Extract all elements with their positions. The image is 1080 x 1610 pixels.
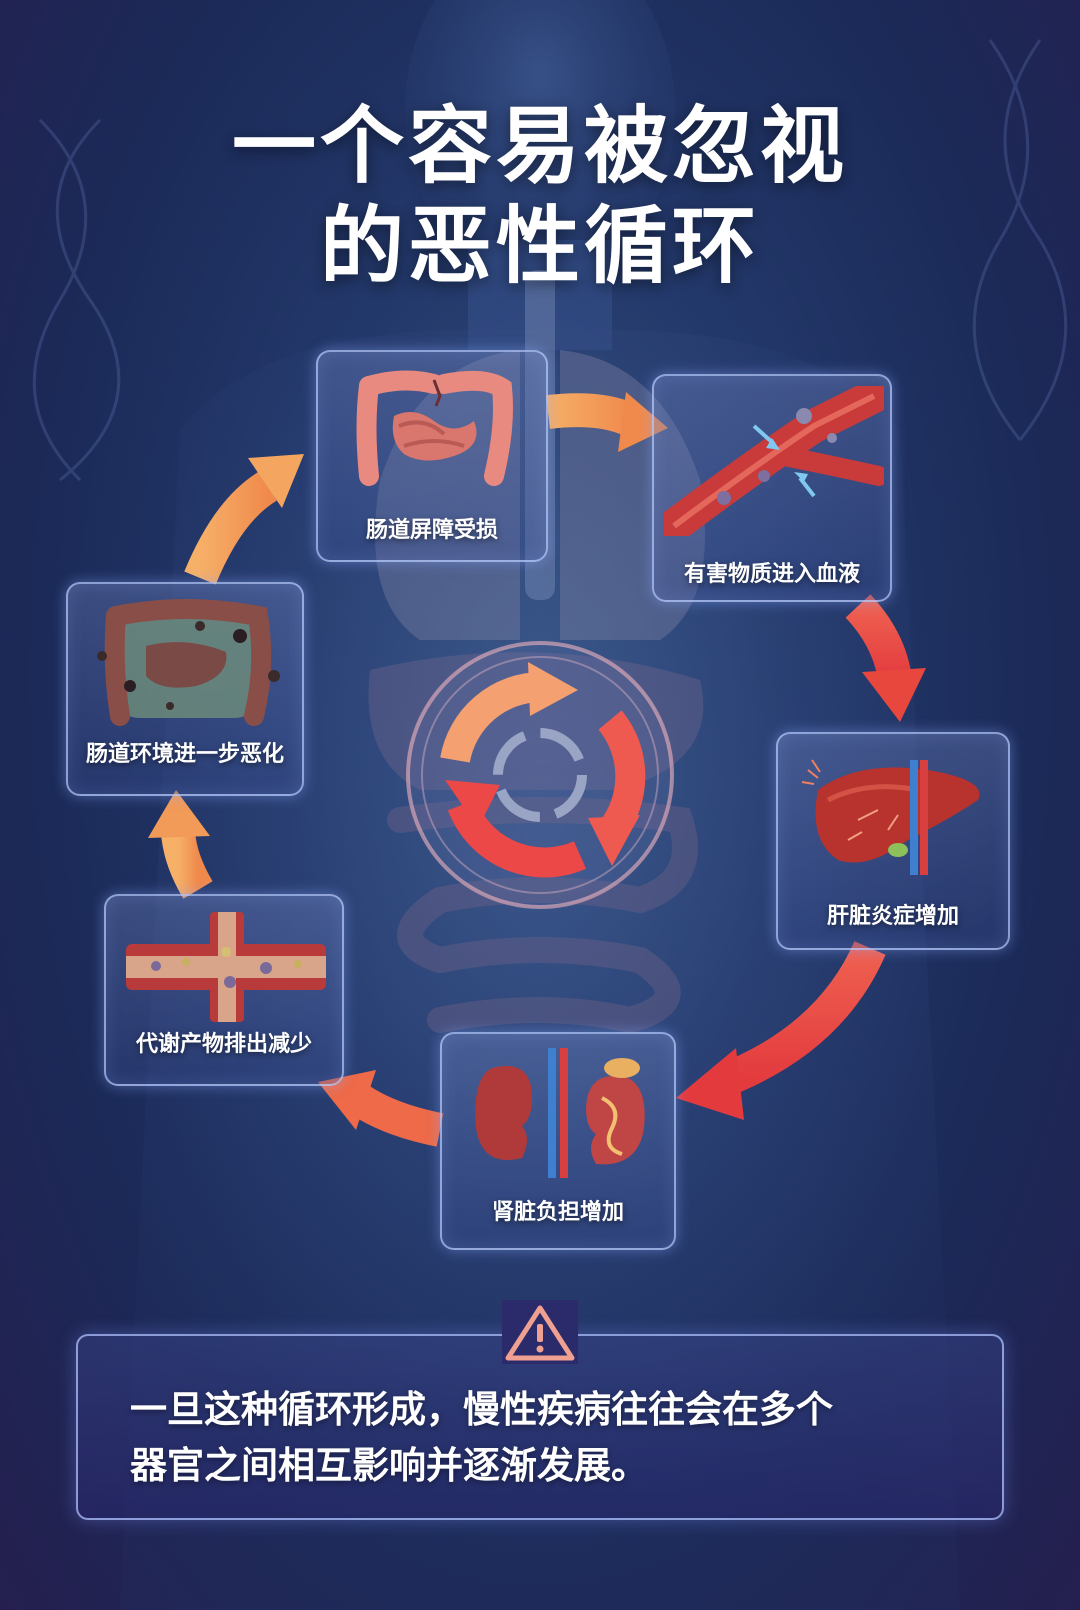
damaged-intestine-icon (356, 370, 513, 486)
page-title-line1: 一个容易被忽视 (231, 97, 848, 195)
kidney-icon (475, 1048, 645, 1178)
cycle-node-liver-inflammation: 肝脏炎症增加 (776, 732, 1010, 950)
cycle-node-label: 代谢产物排出减少 (135, 1032, 312, 1057)
cycle-node-gut-environment: 肠道环境进一步恶化 (66, 582, 304, 796)
cycle-node-metabolite-excretion: 代谢产物排出减少 (104, 894, 344, 1086)
warning-triangle-icon (502, 1300, 578, 1364)
cycle-arrows-icon (406, 641, 674, 909)
intestines-shape (387, 797, 698, 1034)
blood-vessel-icon (664, 386, 884, 536)
dna-decoration (32, 39, 1068, 482)
arrow-metabolism-to-environment (148, 790, 213, 899)
cycle-node-harmful-substances: 有害物质进入血液 (652, 374, 892, 602)
warning-panel (76, 1334, 1004, 1520)
cycle-node-label: 有害物质进入血液 (683, 562, 860, 587)
head-silhouette (405, 0, 675, 285)
warning-text-line1: 一旦这种循环形成，慢性疾病往往会在多个 (130, 1388, 833, 1431)
cycle-node-label: 肠道屏障受损 (365, 518, 498, 543)
arrow-liver-to-kidney (676, 940, 886, 1120)
cycle-node-label: 肾脏负担增加 (491, 1200, 624, 1225)
warning-text-line2: 器官之间相互影响并逐渐发展。 (130, 1444, 648, 1487)
warning-text: 一旦这种循环形成，慢性疾病往往会在多个 器官之间相互影响并逐渐发展。 (130, 1382, 960, 1494)
arrow-environment-to-intestine (184, 454, 304, 585)
clogged-vessel-icon (126, 912, 326, 1022)
cycle-node-label: 肠道环境进一步恶化 (85, 742, 284, 767)
arrow-intestine-to-blood (546, 392, 668, 452)
cycle-node-kidney-burden: 肾脏负担增加 (440, 1032, 676, 1250)
cycle-node-label: 肝脏炎症增加 (826, 904, 959, 929)
cycle-node-intestinal-barrier: 肠道屏障受损 (316, 350, 548, 562)
arrow-blood-to-liver (845, 594, 926, 722)
torso-silhouette (120, 330, 960, 1610)
polluted-intestine-icon (97, 599, 280, 726)
page-title-line2: 的恶性循环 (319, 197, 760, 295)
inflamed-liver-icon (801, 759, 980, 875)
